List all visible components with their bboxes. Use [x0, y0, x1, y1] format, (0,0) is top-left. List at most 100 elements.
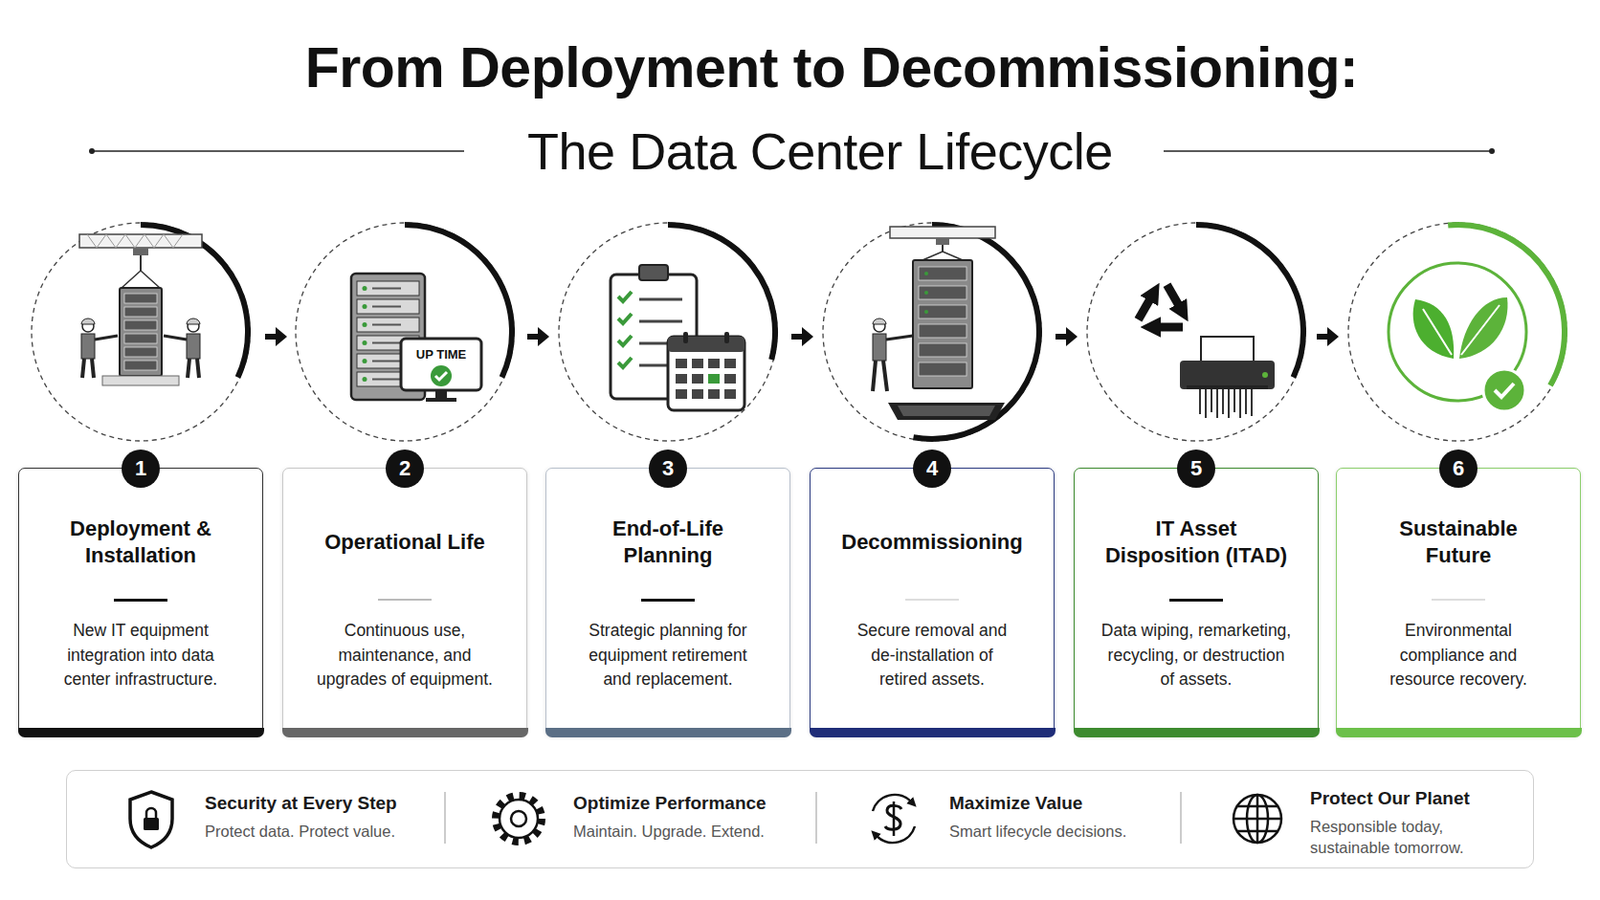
heading-divider	[641, 599, 695, 602]
accent-bar	[1073, 728, 1320, 738]
shield-lock-icon-part	[143, 818, 159, 831]
planning-illustration-part	[675, 374, 688, 384]
gear-icon-part	[499, 800, 538, 839]
title-rule-part	[88, 148, 95, 155]
step-number: 4	[912, 449, 952, 489]
decommissioning-illustration-part	[918, 305, 967, 319]
step-description: Strategic planning for equipment retirem…	[574, 619, 762, 693]
diagram-subtitle: The Data Center Lifecycle	[527, 121, 1113, 181]
process-card: End-of-Life PlanningStrategic planning f…	[545, 467, 791, 737]
flow-arrow-part	[527, 327, 550, 347]
sustainability-illustration	[1348, 222, 1567, 442]
shield-lock-icon-part	[130, 792, 173, 848]
band-divider-part	[815, 792, 818, 845]
deployment-illustration-part	[81, 318, 95, 325]
operational-illustration-part	[362, 322, 368, 328]
heading-divider	[1431, 599, 1486, 601]
operational-illustration-part	[295, 222, 514, 442]
step-number-circle: 2	[385, 449, 424, 489]
planning-illustration-part	[724, 332, 730, 344]
monitor-label: UP TIME	[416, 347, 467, 363]
recycle-symbol	[1138, 285, 1184, 328]
planning-illustration-part	[667, 336, 745, 411]
decommissioning-illustration-part	[872, 333, 887, 361]
deployment-illustration-part	[81, 333, 95, 359]
heading-divider	[113, 599, 168, 602]
deployment-illustration	[31, 222, 250, 442]
process-card: DecommissioningSecure removal and de-ins…	[809, 467, 1055, 737]
step-description: Data wiping, remarketing, recycling, or …	[1100, 619, 1293, 693]
deployment-illustration-part	[119, 288, 162, 377]
flow-arrow-part	[265, 327, 288, 347]
deployment-illustration-part	[187, 358, 200, 378]
sustainability-illustration-part	[1459, 297, 1509, 359]
diagram-title: From Deployment to Decommissioning:	[305, 36, 1358, 100]
step-number: 1	[121, 449, 160, 489]
step-number-circle: 4	[912, 449, 952, 489]
decommissioning-illustration-part	[822, 222, 1042, 442]
dollar-cycle-icon-part	[872, 795, 912, 812]
heading-divider	[905, 599, 959, 601]
planning-illustration-part	[691, 374, 704, 384]
decommissioning-illustration	[822, 222, 1042, 442]
step-heading: Decommissioning	[822, 529, 1043, 556]
step-heading: Sustainable Future	[1377, 515, 1540, 570]
deployment-illustration-part	[163, 335, 187, 340]
band-divider-part	[1179, 792, 1182, 845]
sustainability-illustration-part	[1348, 222, 1567, 442]
decommissioning-illustration-part	[918, 266, 967, 281]
operational-illustration-part	[362, 340, 368, 346]
itad-illustration-part	[1262, 372, 1268, 378]
benefit-heading: Optimize Performance	[573, 793, 861, 815]
decommissioning-illustration-part	[918, 343, 967, 357]
title-rule-part	[1163, 150, 1492, 153]
process-card: IT Asset Disposition (ITAD)Data wiping, …	[1073, 467, 1319, 737]
flow-arrow-part-part	[275, 327, 288, 347]
itad-illustration-part	[1200, 389, 1252, 419]
operational-illustration-part	[362, 286, 368, 291]
planning-illustration-part	[683, 332, 689, 344]
step-description: Environmental compliance and resource re…	[1370, 619, 1548, 693]
flow-arrow-part	[1055, 327, 1078, 347]
decommissioning-illustration-part	[935, 238, 950, 245]
deployment-illustration-part	[186, 333, 200, 359]
title-rule-part	[1488, 148, 1495, 155]
planning-illustration-part	[639, 265, 668, 281]
globe-icon-part	[1233, 795, 1282, 844]
sustainability-illustration-part	[1483, 369, 1526, 412]
benefits-band: Security at Every StepProtect data. Prot…	[66, 770, 1534, 869]
benefit-description: Maintain. Upgrade. Extend.	[573, 821, 823, 843]
accent-bar	[1335, 728, 1582, 738]
deployment-illustration-part	[124, 347, 157, 357]
planning-illustration-part	[691, 389, 704, 400]
globe-icon	[1233, 795, 1282, 844]
step-heading: Deployment & Installation	[40, 515, 242, 570]
deployment-illustration-part	[124, 360, 157, 371]
decommissioning-illustration-part	[924, 310, 929, 314]
operational-illustration-part	[435, 372, 447, 380]
recycle-symbol-part	[1167, 285, 1181, 308]
operational-illustration-part	[362, 304, 368, 310]
step-description: Secure removal and de-installation of re…	[848, 619, 1017, 693]
step-description: Continuous use, maintenance, and upgrade…	[311, 619, 499, 693]
step-number: 6	[1439, 449, 1478, 489]
deployment-illustration-part	[124, 320, 157, 331]
step-number: 3	[648, 449, 688, 489]
operational-illustration-part	[425, 398, 457, 402]
flow-arrow-part-part	[1066, 327, 1078, 347]
operational-illustration-part	[362, 377, 368, 382]
flow-arrow-part-part	[537, 327, 550, 347]
operational-illustration-part	[430, 365, 452, 387]
gear-icon	[495, 796, 542, 843]
deployment-illustration-part	[186, 318, 200, 325]
decommissioning-illustration-part	[922, 251, 963, 261]
dollar-cycle-icon-part	[892, 801, 896, 837]
benefit-heading: Security at Every Step	[204, 793, 492, 815]
decommissioning-illustration-part	[918, 324, 967, 338]
deployment-illustration-part	[87, 234, 183, 248]
planning-illustration-part	[724, 374, 736, 384]
band-divider-part	[444, 792, 446, 845]
planning-illustration-part	[610, 274, 697, 400]
deployment-illustration-part	[133, 247, 149, 256]
